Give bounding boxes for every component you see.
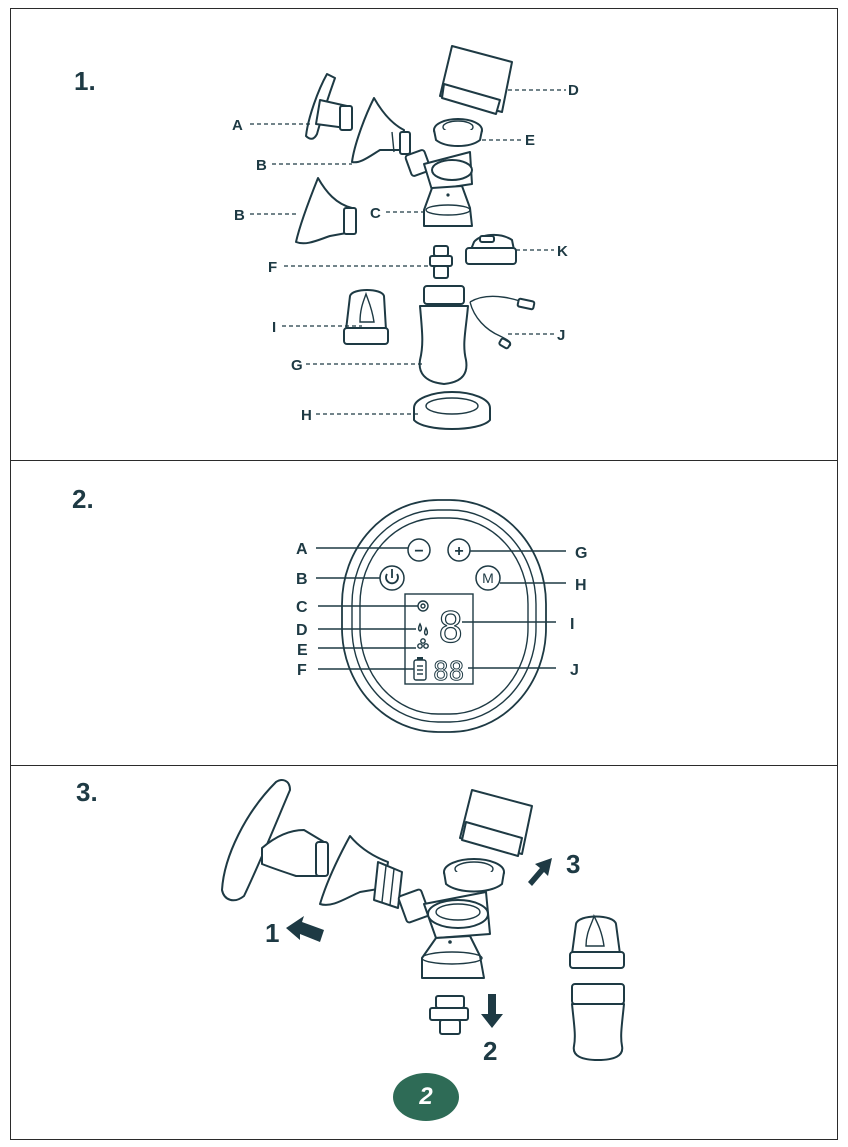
mode-button[interactable]: M: [475, 565, 501, 591]
level-digit: 8: [438, 603, 463, 652]
timer-digits: 88: [433, 657, 464, 687]
label-b: B: [296, 571, 308, 588]
arrow-1-icon: [286, 916, 324, 942]
step3-funnel: [319, 835, 403, 909]
label-j: J: [570, 662, 579, 679]
minus-button[interactable]: −: [407, 538, 431, 562]
step3-valve-ring: [443, 858, 505, 893]
label-e: E: [525, 132, 535, 149]
part-b-funnel-top: [351, 97, 411, 164]
step-1-heading: 1.: [74, 66, 96, 96]
expression-mode-icon: [417, 622, 429, 636]
arrow-1-label: 1: [265, 918, 279, 948]
page-frame: [10, 8, 838, 1140]
label-e: E: [297, 642, 308, 659]
part-b-funnel-bottom: [295, 177, 357, 245]
part-f-nozzle: [429, 245, 453, 279]
part-h-bottle-base: [413, 391, 491, 430]
step3-bottle-with-teat: [569, 913, 625, 1061]
label-f: F: [268, 259, 277, 276]
parts-leader-lines: [250, 89, 566, 415]
label-g: G: [575, 545, 587, 562]
label-d: D: [296, 622, 308, 639]
label-b: B: [234, 207, 245, 224]
part-i-teat-cap: [343, 289, 389, 345]
step3-flat-shield: [221, 779, 329, 902]
part-k-bottle-lid: [465, 234, 517, 265]
step3-nozzle: [429, 995, 469, 1035]
label-c: C: [370, 205, 381, 222]
label-i: I: [570, 616, 574, 633]
battery-icon: [413, 657, 427, 681]
control-leader-lines: [316, 547, 566, 670]
plus-icon: +: [454, 543, 463, 560]
plus-button[interactable]: +: [447, 538, 471, 562]
step-3-heading: 3.: [76, 777, 98, 807]
part-j-usb-cable: [469, 295, 536, 350]
step3-connector: [397, 888, 491, 979]
part-e-valve-ring: [433, 118, 483, 147]
arrow-2-label: 2: [483, 1036, 497, 1066]
arrow-3-icon: [528, 858, 552, 886]
label-b: B: [256, 157, 267, 174]
label-k: K: [557, 243, 568, 260]
step-2-heading: 2.: [72, 484, 94, 514]
page-number-badge: 2: [393, 1073, 459, 1121]
label-c: C: [296, 599, 308, 616]
step3-cap: [459, 789, 533, 857]
section-divider: [10, 765, 838, 766]
power-button[interactable]: [379, 565, 405, 591]
arrow-3-label: 3: [566, 849, 580, 879]
arrow-2-icon: [481, 994, 503, 1028]
part-d-cap: [439, 45, 513, 115]
section-divider: [10, 460, 838, 461]
control-panel: [341, 499, 547, 733]
label-d: D: [568, 82, 579, 99]
label-a: A: [232, 117, 243, 134]
label-h: H: [301, 407, 312, 424]
label-g: G: [291, 357, 303, 374]
mode-icon: M: [482, 570, 494, 586]
part-a-breast-shield: [305, 73, 353, 140]
part-g-bottle: [418, 285, 469, 385]
level-icon: [417, 638, 429, 649]
label-h: H: [575, 577, 587, 594]
minus-icon: −: [414, 543, 423, 560]
label-j: J: [557, 327, 565, 344]
power-icon: [385, 569, 399, 585]
label-i: I: [272, 319, 276, 336]
label-f: F: [297, 662, 307, 679]
part-c-connector: [404, 149, 473, 227]
label-a: A: [296, 541, 308, 558]
